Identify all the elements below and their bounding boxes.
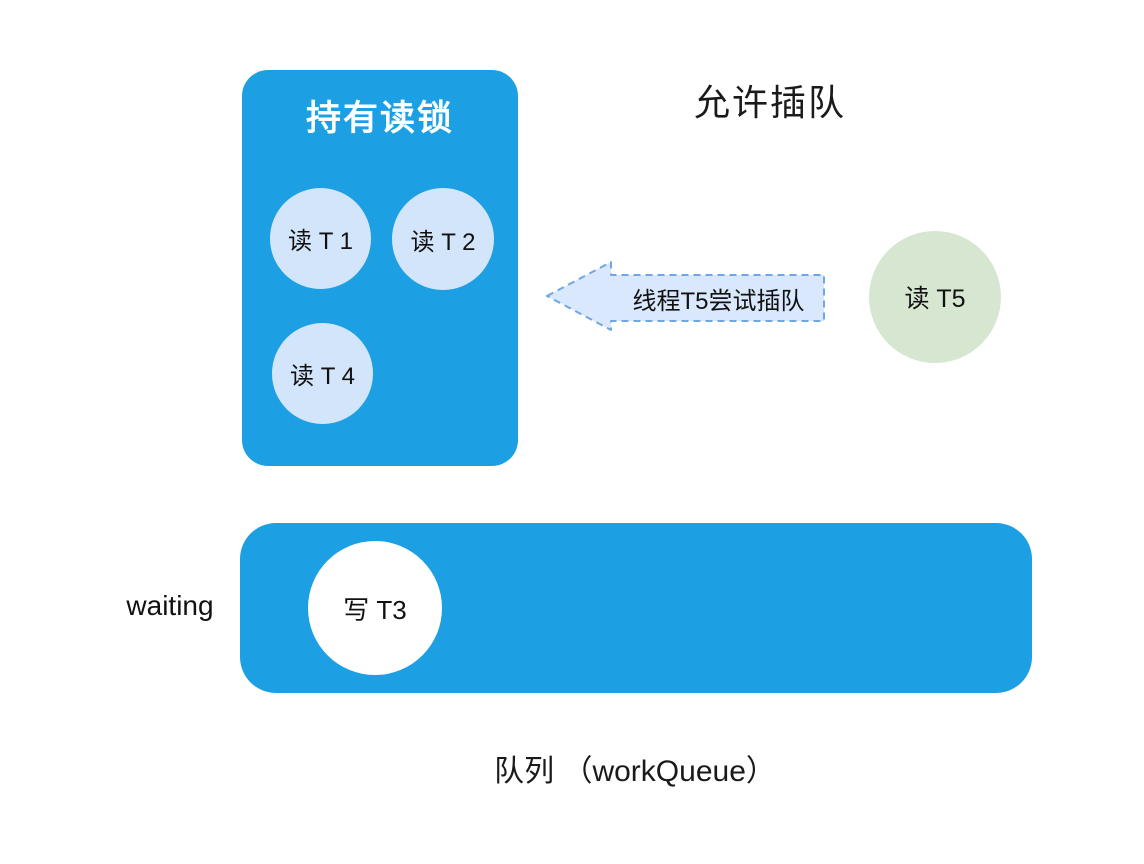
waiting-label: waiting	[126, 590, 214, 621]
allow-jump-label: 允许插队	[693, 82, 846, 123]
left-arrow-shape	[546, 261, 825, 331]
incoming-thread-label: 读 T5	[904, 285, 966, 313]
write-thread-t3-circle: 写 T3	[308, 541, 442, 675]
read-thread-t4-circle: 读 T 4	[272, 323, 373, 424]
arrow-label: 线程T5尝试插队	[632, 287, 805, 315]
read-thread-t1-circle: 读 T 1	[270, 188, 371, 289]
queue-caption: 队列 （workQueue）	[494, 755, 776, 788]
read-thread-t2-label: 读 T 2	[410, 228, 476, 256]
read-thread-t4-label: 读 T 4	[290, 363, 355, 390]
read-thread-t1-label: 读 T 1	[288, 228, 353, 255]
read-lock-box-title: 持有读锁	[305, 99, 454, 138]
left-arrow-icon	[546, 261, 825, 331]
incoming-thread-circle: 读 T5	[869, 231, 1001, 363]
read-thread-t2-circle: 读 T 2	[392, 188, 494, 290]
write-thread-t3-label: 写 T3	[343, 594, 407, 625]
